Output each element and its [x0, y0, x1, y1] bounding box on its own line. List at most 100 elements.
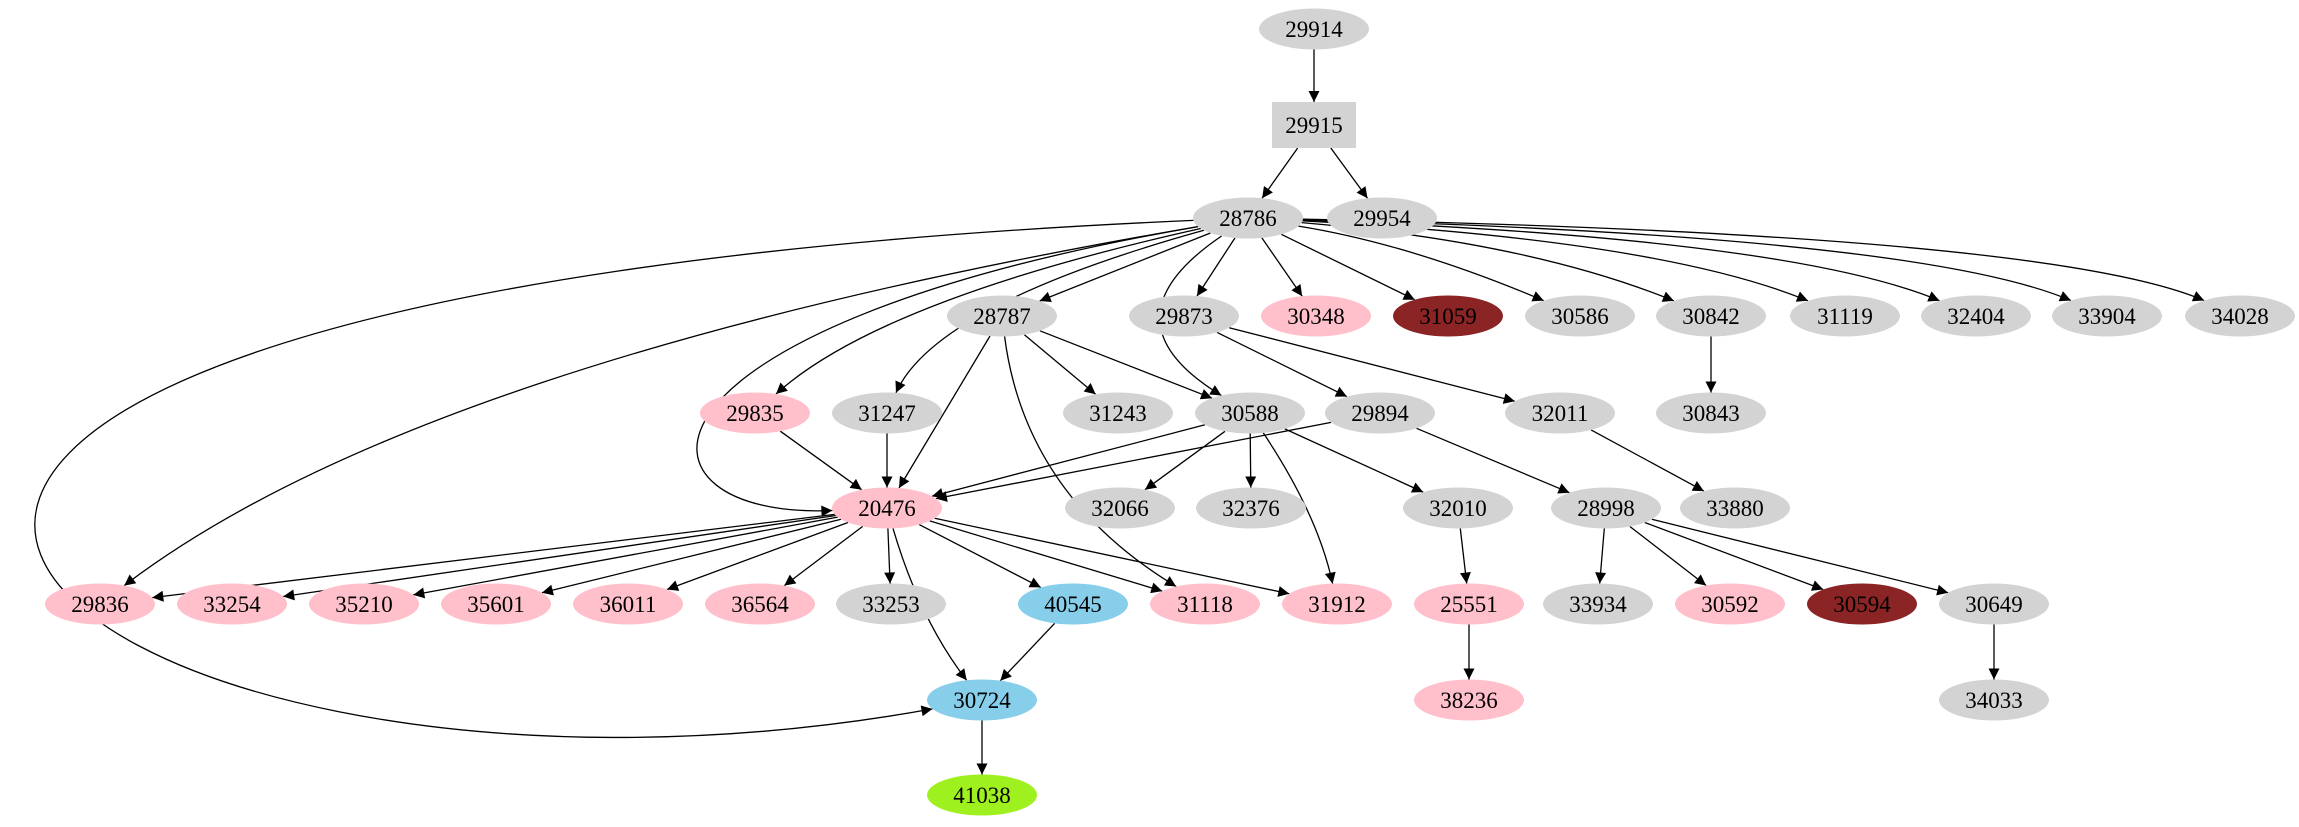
node-ellipse-shape — [832, 487, 942, 529]
edge-20476-35210 — [413, 516, 838, 599]
node-label-36011: 36011 — [600, 592, 657, 617]
node-ellipse-shape — [1259, 8, 1369, 50]
node-ellipse-shape — [1327, 197, 1437, 239]
node-label-30586: 30586 — [1551, 304, 1609, 329]
node-label-29954: 29954 — [1353, 206, 1411, 231]
edge-40545-30724 — [999, 622, 1056, 682]
edge-29835-20476 — [779, 430, 863, 491]
graph-node-35601: 35601 — [441, 583, 551, 625]
graph-node-30594: 30594 — [1807, 583, 1917, 625]
node-label-25551: 25551 — [1440, 592, 1498, 617]
node-ellipse-shape — [1150, 583, 1260, 625]
graph-node-32404: 32404 — [1921, 295, 2031, 337]
edge-32010-25551 — [1459, 528, 1471, 584]
node-label-30588: 30588 — [1221, 401, 1279, 426]
node-ellipse-shape — [1921, 295, 2031, 337]
node-ellipse-shape — [1196, 487, 1306, 529]
node-ellipse-shape — [1551, 487, 1661, 529]
node-ellipse-shape — [1193, 197, 1303, 239]
graph-node-30588: 30588 — [1195, 392, 1305, 434]
edge-29873-32011 — [1229, 327, 1515, 404]
edge-28786-29835 — [775, 227, 1201, 395]
node-label-20476: 20476 — [858, 496, 916, 521]
edge-30588-32010 — [1284, 428, 1424, 493]
edge-20476-40545 — [918, 524, 1042, 588]
graph-node-33254: 33254 — [177, 583, 287, 625]
node-label-34028: 34028 — [2211, 304, 2269, 329]
graph-node-29954: 29954 — [1327, 197, 1437, 239]
edge-32011-33880 — [1590, 429, 1705, 492]
node-label-29835: 29835 — [726, 401, 784, 426]
graph-node-28787: 28787 — [947, 295, 1057, 337]
node-ellipse-shape — [1195, 392, 1305, 434]
node-label-31247: 31247 — [858, 401, 916, 426]
node-ellipse-shape — [1393, 295, 1503, 337]
graph-node-29894: 29894 — [1325, 392, 1435, 434]
graph-node-30592: 30592 — [1675, 583, 1785, 625]
node-label-36564: 36564 — [731, 592, 789, 617]
graph-node-36564: 36564 — [705, 583, 815, 625]
graph-node-38236: 38236 — [1414, 679, 1524, 721]
graph-node-28786: 28786 — [1193, 197, 1303, 239]
node-label-35210: 35210 — [335, 592, 393, 617]
node-label-30594: 30594 — [1833, 592, 1891, 617]
node-label-31059: 31059 — [1419, 304, 1477, 329]
edge-28786-33904 — [1302, 218, 2072, 302]
node-ellipse-shape — [1403, 487, 1513, 529]
node-label-29836: 29836 — [71, 592, 129, 617]
graph-node-29914: 29914 — [1259, 8, 1369, 50]
node-label-30649: 30649 — [1965, 592, 2023, 617]
edge-20476-29836 — [152, 513, 835, 602]
graph-node-31118: 31118 — [1150, 583, 1260, 625]
edge-28786-31059 — [1281, 233, 1415, 301]
edge-28787-20476 — [898, 335, 991, 489]
edge-28786-30586 — [1298, 225, 1544, 302]
edge-28998-30594 — [1644, 521, 1824, 591]
node-label-31119: 31119 — [1817, 304, 1873, 329]
node-ellipse-shape — [309, 583, 419, 625]
graph-node-20476: 20476 — [832, 487, 942, 529]
graph-node-33253: 33253 — [836, 583, 946, 625]
graph-node-28998: 28998 — [1551, 487, 1661, 529]
graph-node-31119: 31119 — [1790, 295, 1900, 337]
graph-node-30649: 30649 — [1939, 583, 2049, 625]
node-ellipse-shape — [2052, 295, 2162, 337]
node-ellipse-shape — [1261, 295, 1371, 337]
node-label-33934: 33934 — [1569, 592, 1627, 617]
node-label-41038: 41038 — [953, 783, 1011, 808]
node-label-40545: 40545 — [1044, 592, 1102, 617]
edge-20476-36564 — [783, 525, 864, 587]
edge-29894-28998 — [1416, 427, 1570, 494]
graph-node-41038: 41038 — [927, 774, 1037, 816]
node-label-28787: 28787 — [973, 304, 1031, 329]
node-ellipse-shape — [927, 774, 1037, 816]
edge-28787-30588 — [1039, 330, 1213, 400]
edge-28998-30649 — [1651, 518, 1949, 596]
node-ellipse-shape — [1129, 295, 1239, 337]
edge-28998-33934 — [1595, 528, 1607, 584]
node-ellipse-shape — [700, 392, 810, 434]
edge-20476-35601 — [541, 518, 842, 596]
graph-node-29915: 29915 — [1272, 102, 1356, 148]
graph-node-29873: 29873 — [1129, 295, 1239, 337]
node-label-28786: 28786 — [1219, 206, 1277, 231]
node-label-38236: 38236 — [1440, 688, 1498, 713]
node-ellipse-shape — [947, 295, 1057, 337]
edge-29915-28786 — [1261, 147, 1299, 199]
node-label-32010: 32010 — [1429, 496, 1487, 521]
node-ellipse-shape — [1065, 487, 1175, 529]
node-ellipse-shape — [1063, 392, 1173, 434]
node-label-29914: 29914 — [1285, 17, 1343, 42]
node-label-32011: 32011 — [1532, 401, 1589, 426]
node-label-30842: 30842 — [1682, 304, 1740, 329]
graph-node-35210: 35210 — [309, 583, 419, 625]
graph-node-34033: 34033 — [1939, 679, 2049, 721]
graph-node-29835: 29835 — [700, 392, 810, 434]
node-label-33880: 33880 — [1706, 496, 1764, 521]
edge-28787-31243 — [1023, 334, 1097, 395]
node-label-29873: 29873 — [1155, 304, 1213, 329]
node-ellipse-shape — [1282, 583, 1392, 625]
node-ellipse-shape — [1414, 679, 1524, 721]
graph-node-32066: 32066 — [1065, 487, 1175, 529]
